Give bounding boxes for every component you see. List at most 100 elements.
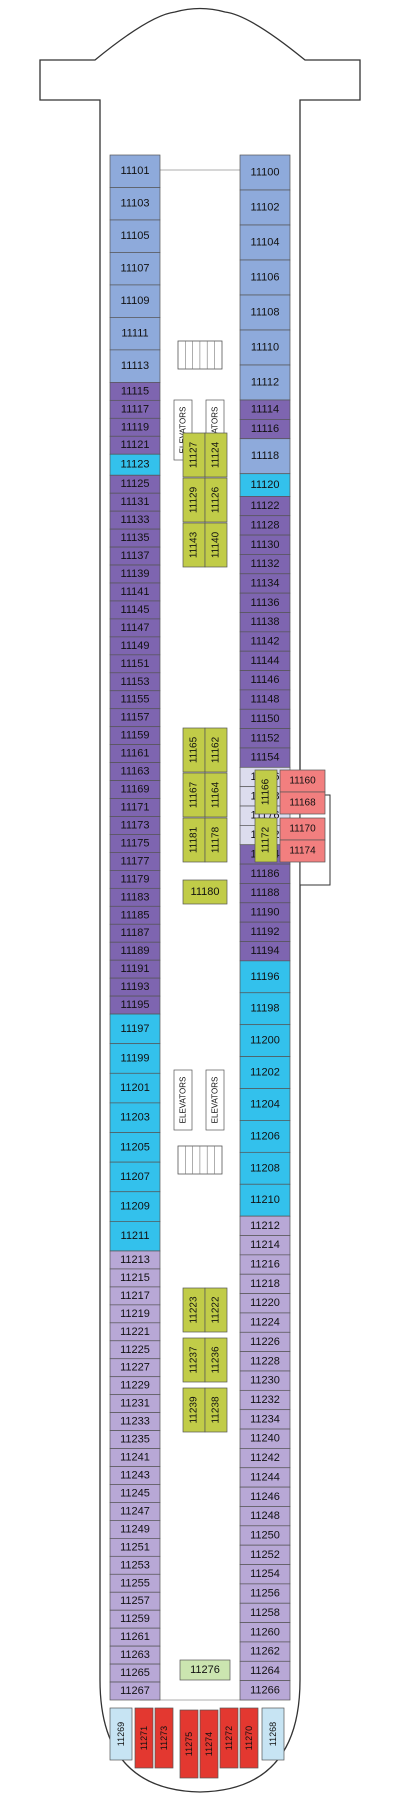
cabin-11213[interactable]: 11213 (109, 1250, 161, 1270)
cabin-11222[interactable]: 11222 (204, 1287, 228, 1333)
cabin-11199[interactable]: 11199 (109, 1043, 161, 1074)
cabin-11228[interactable]: 11228 (239, 1351, 291, 1372)
cabin-11248[interactable]: 11248 (239, 1506, 291, 1527)
cabin-11264[interactable]: 11264 (239, 1660, 291, 1681)
cabin-11129[interactable]: 11129 (182, 477, 206, 523)
cabin-11161[interactable]: 11161 (109, 744, 161, 763)
cabin-11271[interactable]: 11271 (134, 1707, 154, 1769)
cabin-11168[interactable]: 11168 (279, 791, 326, 815)
cabin-11238[interactable]: 11238 (204, 1387, 228, 1433)
cabin-11107[interactable]: 11107 (109, 252, 161, 286)
cabin-11162[interactable]: 11162 (204, 727, 228, 773)
cabin-11229[interactable]: 11229 (109, 1376, 161, 1396)
cabin-11115[interactable]: 11115 (109, 382, 161, 401)
cabin-11214[interactable]: 11214 (239, 1235, 291, 1256)
cabin-11242[interactable]: 11242 (239, 1448, 291, 1469)
cabin-11152[interactable]: 11152 (239, 728, 291, 749)
cabin-11269[interactable]: 11269 (109, 1707, 133, 1761)
cabin-11170[interactable]: 11170 (279, 817, 326, 841)
cabin-11204[interactable]: 11204 (239, 1088, 291, 1121)
cabin-11256[interactable]: 11256 (239, 1583, 291, 1604)
cabin-11174[interactable]: 11174 (279, 839, 326, 863)
cabin-11252[interactable]: 11252 (239, 1544, 291, 1565)
cabin-11135[interactable]: 11135 (109, 528, 161, 548)
cabin-11163[interactable]: 11163 (109, 762, 161, 781)
cabin-11164[interactable]: 11164 (204, 772, 228, 818)
cabin-11185[interactable]: 11185 (109, 905, 161, 925)
cabin-11190[interactable]: 11190 (239, 902, 291, 923)
cabin-11246[interactable]: 11246 (239, 1486, 291, 1507)
cabin-11240[interactable]: 11240 (239, 1428, 291, 1449)
cabin-11265[interactable]: 11265 (109, 1663, 161, 1683)
cabin-11268[interactable]: 11268 (261, 1707, 285, 1761)
cabin-11218[interactable]: 11218 (239, 1273, 291, 1294)
cabin-11225[interactable]: 11225 (109, 1340, 161, 1360)
cabin-11110[interactable]: 11110 (239, 329, 291, 366)
cabin-11141[interactable]: 11141 (109, 582, 161, 602)
cabin-11196[interactable]: 11196 (239, 960, 291, 994)
cabin-11232[interactable]: 11232 (239, 1389, 291, 1411)
cabin-11259[interactable]: 11259 (109, 1609, 161, 1629)
cabin-11154[interactable]: 11154 (239, 747, 291, 768)
cabin-11194[interactable]: 11194 (239, 941, 291, 962)
cabin-11207[interactable]: 11207 (109, 1161, 161, 1193)
cabin-11216[interactable]: 11216 (239, 1254, 291, 1275)
cabin-11263[interactable]: 11263 (109, 1645, 161, 1665)
cabin-11124[interactable]: 11124 (204, 432, 228, 478)
cabin-11104[interactable]: 11104 (239, 224, 291, 261)
cabin-11223[interactable]: 11223 (182, 1287, 206, 1333)
cabin-11117[interactable]: 11117 (109, 399, 161, 419)
cabin-11245[interactable]: 11245 (109, 1484, 161, 1503)
cabin-11261[interactable]: 11261 (109, 1627, 161, 1647)
cabin-11202[interactable]: 11202 (239, 1056, 291, 1089)
cabin-11226[interactable]: 11226 (239, 1331, 291, 1352)
cabin-11111[interactable]: 11111 (109, 317, 161, 351)
cabin-11215[interactable]: 11215 (109, 1268, 161, 1288)
cabin-11139[interactable]: 11139 (109, 564, 161, 584)
cabin-11144[interactable]: 11144 (239, 650, 291, 671)
cabin-11101[interactable]: 11101 (109, 154, 161, 188)
cabin-11102[interactable]: 11102 (239, 189, 291, 226)
cabin-11209[interactable]: 11209 (109, 1191, 161, 1222)
cabin-11231[interactable]: 11231 (109, 1394, 161, 1413)
cabin-11270[interactable]: 11270 (239, 1707, 259, 1769)
cabin-11235[interactable]: 11235 (109, 1430, 161, 1449)
cabin-11127[interactable]: 11127 (182, 432, 206, 478)
cabin-11138[interactable]: 11138 (239, 612, 291, 633)
cabin-11118[interactable]: 11118 (239, 438, 291, 475)
cabin-11251[interactable]: 11251 (109, 1538, 161, 1557)
cabin-11208[interactable]: 11208 (239, 1151, 291, 1185)
cabin-11195[interactable]: 11195 (109, 995, 161, 1015)
cabin-11119[interactable]: 11119 (109, 417, 161, 437)
cabin-11103[interactable]: 11103 (109, 187, 161, 221)
cabin-11219[interactable]: 11219 (109, 1304, 161, 1324)
cabin-11159[interactable]: 11159 (109, 726, 161, 745)
cabin-11234[interactable]: 11234 (239, 1409, 291, 1430)
cabin-11186[interactable]: 11186 (239, 863, 291, 884)
cabin-11227[interactable]: 11227 (109, 1358, 161, 1378)
cabin-11173[interactable]: 11173 (109, 816, 161, 835)
cabin-11180[interactable]: 11180 (182, 879, 228, 905)
cabin-11136[interactable]: 11136 (239, 592, 291, 613)
cabin-11274[interactable]: 11274 (199, 1709, 219, 1779)
cabin-11267[interactable]: 11267 (109, 1681, 161, 1701)
cabin-11169[interactable]: 11169 (109, 780, 161, 799)
cabin-11106[interactable]: 11106 (239, 259, 291, 296)
cabin-11258[interactable]: 11258 (239, 1602, 291, 1623)
cabin-11237[interactable]: 11237 (182, 1337, 206, 1383)
cabin-11149[interactable]: 11149 (109, 636, 161, 656)
cabin-11198[interactable]: 11198 (239, 992, 291, 1026)
cabin-11217[interactable]: 11217 (109, 1286, 161, 1306)
cabin-11249[interactable]: 11249 (109, 1520, 161, 1539)
cabin-11143[interactable]: 11143 (182, 522, 206, 568)
cabin-11205[interactable]: 11205 (109, 1132, 161, 1163)
cabin-11128[interactable]: 11128 (239, 515, 291, 536)
cabin-11193[interactable]: 11193 (109, 977, 161, 997)
cabin-11276[interactable]: 11276 (179, 1659, 231, 1681)
cabin-11244[interactable]: 11244 (239, 1467, 291, 1488)
cabin-11243[interactable]: 11243 (109, 1466, 161, 1485)
cabin-11175[interactable]: 11175 (109, 834, 161, 853)
cabin-11273[interactable]: 11273 (154, 1707, 174, 1769)
cabin-11134[interactable]: 11134 (239, 573, 291, 594)
cabin-11254[interactable]: 11254 (239, 1564, 291, 1585)
